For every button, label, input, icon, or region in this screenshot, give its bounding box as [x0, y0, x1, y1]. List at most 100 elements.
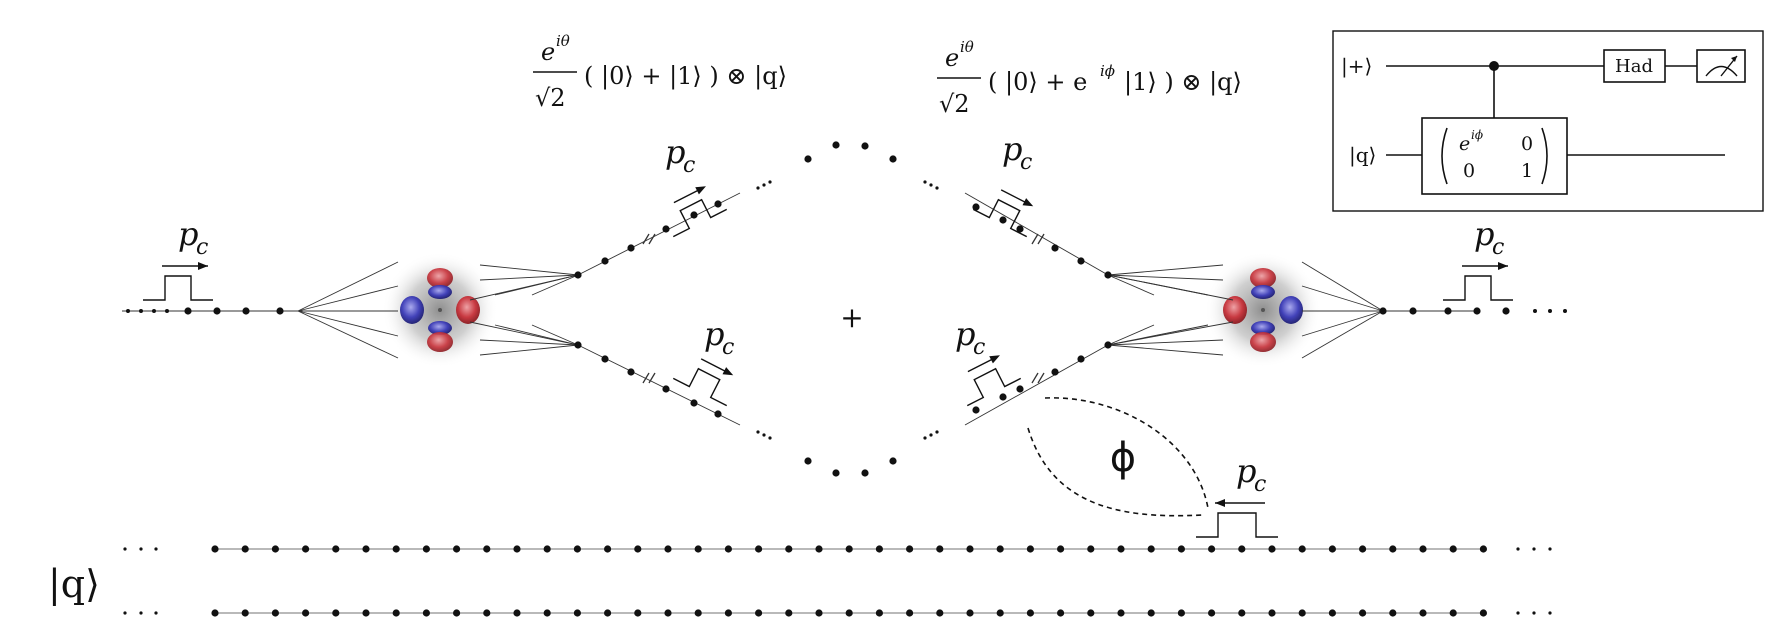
register-dot [543, 609, 551, 617]
arm-break-mark [1031, 372, 1039, 384]
input-fan-line [297, 310, 399, 337]
input-dot [276, 307, 284, 315]
pulse-labels: p c p c p c p c p c p c p c [178, 130, 1504, 497]
pulse-label-output: p c [1474, 215, 1504, 260]
svg-text:c: c [722, 335, 734, 360]
register-dot [694, 609, 702, 617]
register-dot [241, 609, 249, 617]
output-dot [1444, 307, 1452, 315]
register-dot [996, 609, 1004, 617]
arm-ellipsis-dot [762, 183, 766, 187]
split-fan-lower-left [479, 339, 579, 346]
input-dot [242, 307, 250, 315]
eq-left-denominator: √2 [535, 84, 566, 112]
arm-ellipsis-dot [923, 180, 927, 184]
register-dot [1177, 545, 1185, 553]
emitter-dots [126, 141, 1567, 477]
register-dot [1177, 609, 1185, 617]
eq-right-state-exponent: iϕ [1100, 62, 1115, 80]
register-dot [875, 609, 884, 617]
arm-dot-upper-right [999, 216, 1007, 224]
output-dot [1379, 307, 1387, 315]
register-dot [604, 545, 612, 553]
register-dot [1298, 609, 1306, 617]
register-dot [815, 545, 823, 553]
output-dot [1502, 307, 1510, 315]
register-dot [332, 609, 340, 617]
orbital-lobe-right [1279, 296, 1303, 324]
arm-dot-upper-right [1077, 257, 1085, 265]
register-ellipsis-dot [1532, 611, 1536, 615]
register-dot [1026, 609, 1034, 617]
register-dot [573, 609, 582, 617]
split-fan-upper-right [1107, 274, 1155, 296]
split-fan-upper-left [469, 274, 579, 301]
matrix-right-paren [1541, 127, 1548, 185]
register-dot [785, 545, 793, 553]
split-fan-lower-left [479, 344, 579, 356]
register-dot [362, 545, 370, 553]
register-ellipsis-dot [123, 611, 127, 615]
register-dot [573, 545, 582, 553]
bottom-arc-dot [861, 469, 869, 477]
scatterer-right [1205, 252, 1321, 368]
svg-text:p: p [704, 315, 724, 353]
arm-ellipsis-dot [929, 183, 933, 187]
arm-ellipsis-dot [929, 433, 933, 437]
pulse-input-arrow-head [198, 262, 208, 270]
register-dot [906, 545, 914, 553]
output-ellipsis-dot [1548, 309, 1552, 313]
arm-ellipsis-dot [762, 433, 766, 437]
arm-ellipsis-dot [935, 186, 939, 190]
hadamard-label: Had [1615, 56, 1653, 77]
arm-break-mark [642, 233, 650, 245]
orbital-lobe-bottom-blue [428, 321, 452, 335]
register-dot [936, 545, 944, 553]
register-dot [422, 545, 430, 553]
arm-ellipsis-dot [923, 436, 927, 440]
arm-dot-upper-right [1051, 244, 1059, 252]
pulse-upper-right [972, 189, 1034, 238]
input-dot [126, 309, 130, 313]
register-dot [1359, 545, 1367, 553]
split-fan-lower-right [1107, 321, 1234, 346]
split-fan-upper-left [479, 274, 579, 281]
eq-right-state-b: |1⟩ ) ⊗ |q⟩ [1124, 68, 1242, 97]
register-dot [271, 609, 279, 617]
eq-left-numerator: e [541, 38, 555, 66]
orbital-lobe-top-red [1250, 268, 1276, 288]
input-fan-line [297, 285, 399, 312]
input-dot [213, 307, 221, 315]
pulse-register-arrow-head [1215, 499, 1225, 507]
svg-text:p: p [1236, 452, 1256, 490]
split-fan-lower-left [531, 324, 579, 346]
register-ellipsis-dot [1548, 611, 1552, 615]
arm-dot-lower-left [601, 355, 609, 363]
register-dot [1268, 545, 1276, 553]
register-dot [845, 545, 853, 553]
register-dot [936, 609, 944, 617]
pulse-output-arrow-head [1498, 262, 1508, 270]
arm-break-mark [648, 233, 656, 245]
split-fan-upper-right [1107, 274, 1234, 301]
svg-text:c: c [973, 335, 985, 360]
split-fan-upper-right [1107, 264, 1224, 276]
svg-text:p: p [1002, 130, 1022, 168]
input-dot [184, 307, 192, 315]
top-arc-dot [861, 142, 869, 150]
input-fan-line [297, 310, 399, 359]
arm-ellipsis-dot [756, 186, 760, 190]
orbital-lobe-left [1223, 296, 1247, 324]
split-dot [574, 271, 582, 279]
register-dot [634, 545, 642, 553]
register-dot [996, 545, 1004, 553]
register-ellipsis-dot [1548, 547, 1552, 551]
output-ellipsis-dot [1533, 309, 1537, 313]
pulse-lower-left-arrow-head [722, 367, 734, 376]
arm-dot-upper-left [714, 200, 722, 208]
register-dot [906, 609, 914, 617]
equation-right: e iθ √2 ( |0⟩ + e iϕ |1⟩ ) ⊗ |q⟩ [937, 38, 1242, 118]
register-dot [1479, 545, 1487, 553]
